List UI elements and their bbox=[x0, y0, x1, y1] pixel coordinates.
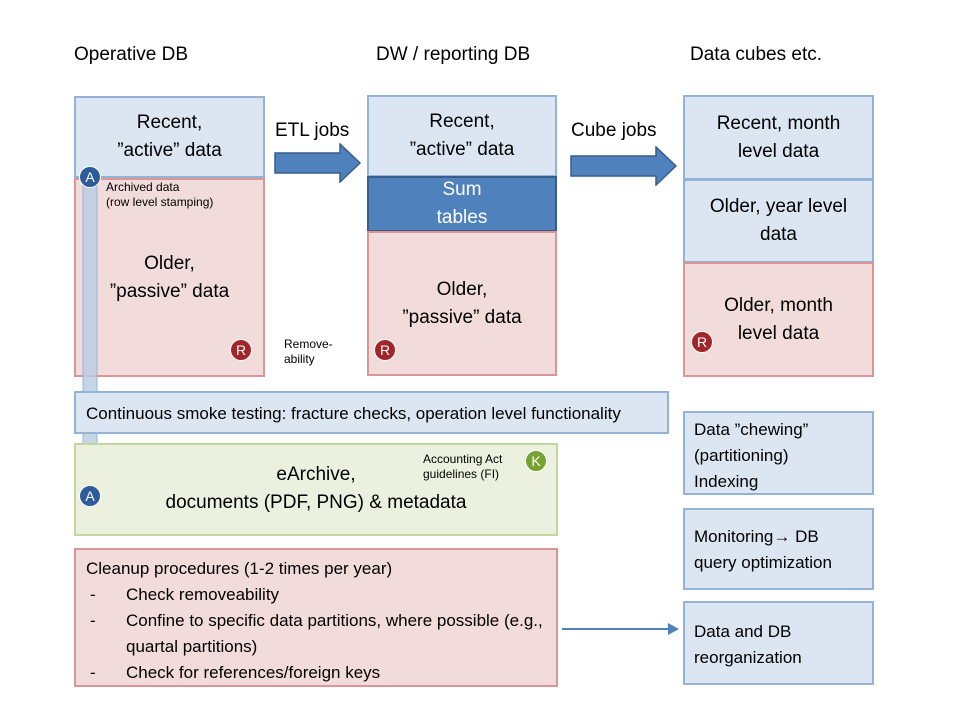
earchive-title: eArchive, documents (PDF, PNG) & metadat… bbox=[165, 464, 467, 513]
cleanup-title: Cleanup procedures (1-2 times per year) bbox=[86, 559, 393, 578]
accounting-act-note: Accounting Act guidelines (FI) bbox=[423, 452, 503, 481]
accounting-k-badge: K bbox=[525, 450, 547, 472]
cube-recent-month-level-data: Recent, month level data bbox=[683, 95, 874, 180]
dw-older-passive-data: Older, ”passive” data bbox=[367, 231, 557, 376]
dw-recent-active-data: Recent, ”active” data bbox=[367, 95, 557, 177]
archive-a-badge-bottom: A bbox=[79, 485, 101, 507]
cube-jobs-label: Cube jobs bbox=[571, 120, 657, 141]
etl-arrow bbox=[274, 143, 362, 183]
data-reorganization-box: Data and DB reorganization bbox=[683, 601, 874, 685]
removeability-note: Remove- ability bbox=[284, 337, 333, 366]
cleanup-item: Check removeability bbox=[86, 582, 546, 608]
cube-arrow bbox=[570, 146, 678, 186]
header-data-cubes: Data cubes etc. bbox=[690, 44, 823, 65]
cleanup-procedures-box: Cleanup procedures (1-2 times per year) … bbox=[74, 548, 558, 687]
monitoring-box: Monitoring→ DB query optimization bbox=[683, 508, 874, 590]
etl-jobs-label: ETL jobs bbox=[275, 120, 350, 141]
archive-a-badge-top: A bbox=[79, 166, 101, 188]
cube-older-year-level-data: Older, year level data bbox=[683, 179, 874, 263]
data-chewing-box: Data ”chewing” (partitioning) Indexing bbox=[683, 411, 874, 495]
cleanup-to-reorg-arrow bbox=[562, 623, 679, 635]
cube-r-badge: R bbox=[691, 331, 713, 353]
operative-older-passive-data: Older, ”passive” data bbox=[109, 253, 230, 302]
removeability-r-badge: R bbox=[230, 339, 252, 361]
header-dw-reporting-db: DW / reporting DB bbox=[376, 44, 531, 65]
smoke-testing-bar: Continuous smoke testing: fracture check… bbox=[74, 391, 669, 434]
earchive-box: eArchive, documents (PDF, PNG) & metadat… bbox=[74, 443, 558, 536]
cleanup-item: Check for references/foreign keys bbox=[86, 660, 546, 686]
dw-r-badge: R bbox=[374, 339, 396, 361]
cleanup-item: Confine to specific data partitions, whe… bbox=[86, 608, 546, 660]
header-operative-db: Operative DB bbox=[74, 44, 189, 65]
cleanup-list: Check removeability Confine to specific … bbox=[86, 582, 546, 686]
archived-data-note: Archived data (row level stamping) bbox=[106, 180, 214, 209]
operative-older-passive-box: Archived data (row level stamping) Older… bbox=[74, 178, 265, 377]
operative-recent-active-data: Recent, ”active” data bbox=[74, 96, 265, 178]
cube-older-month-level-data: Older, month level data bbox=[683, 262, 874, 377]
dw-sum-tables: Sum tables bbox=[367, 176, 557, 232]
